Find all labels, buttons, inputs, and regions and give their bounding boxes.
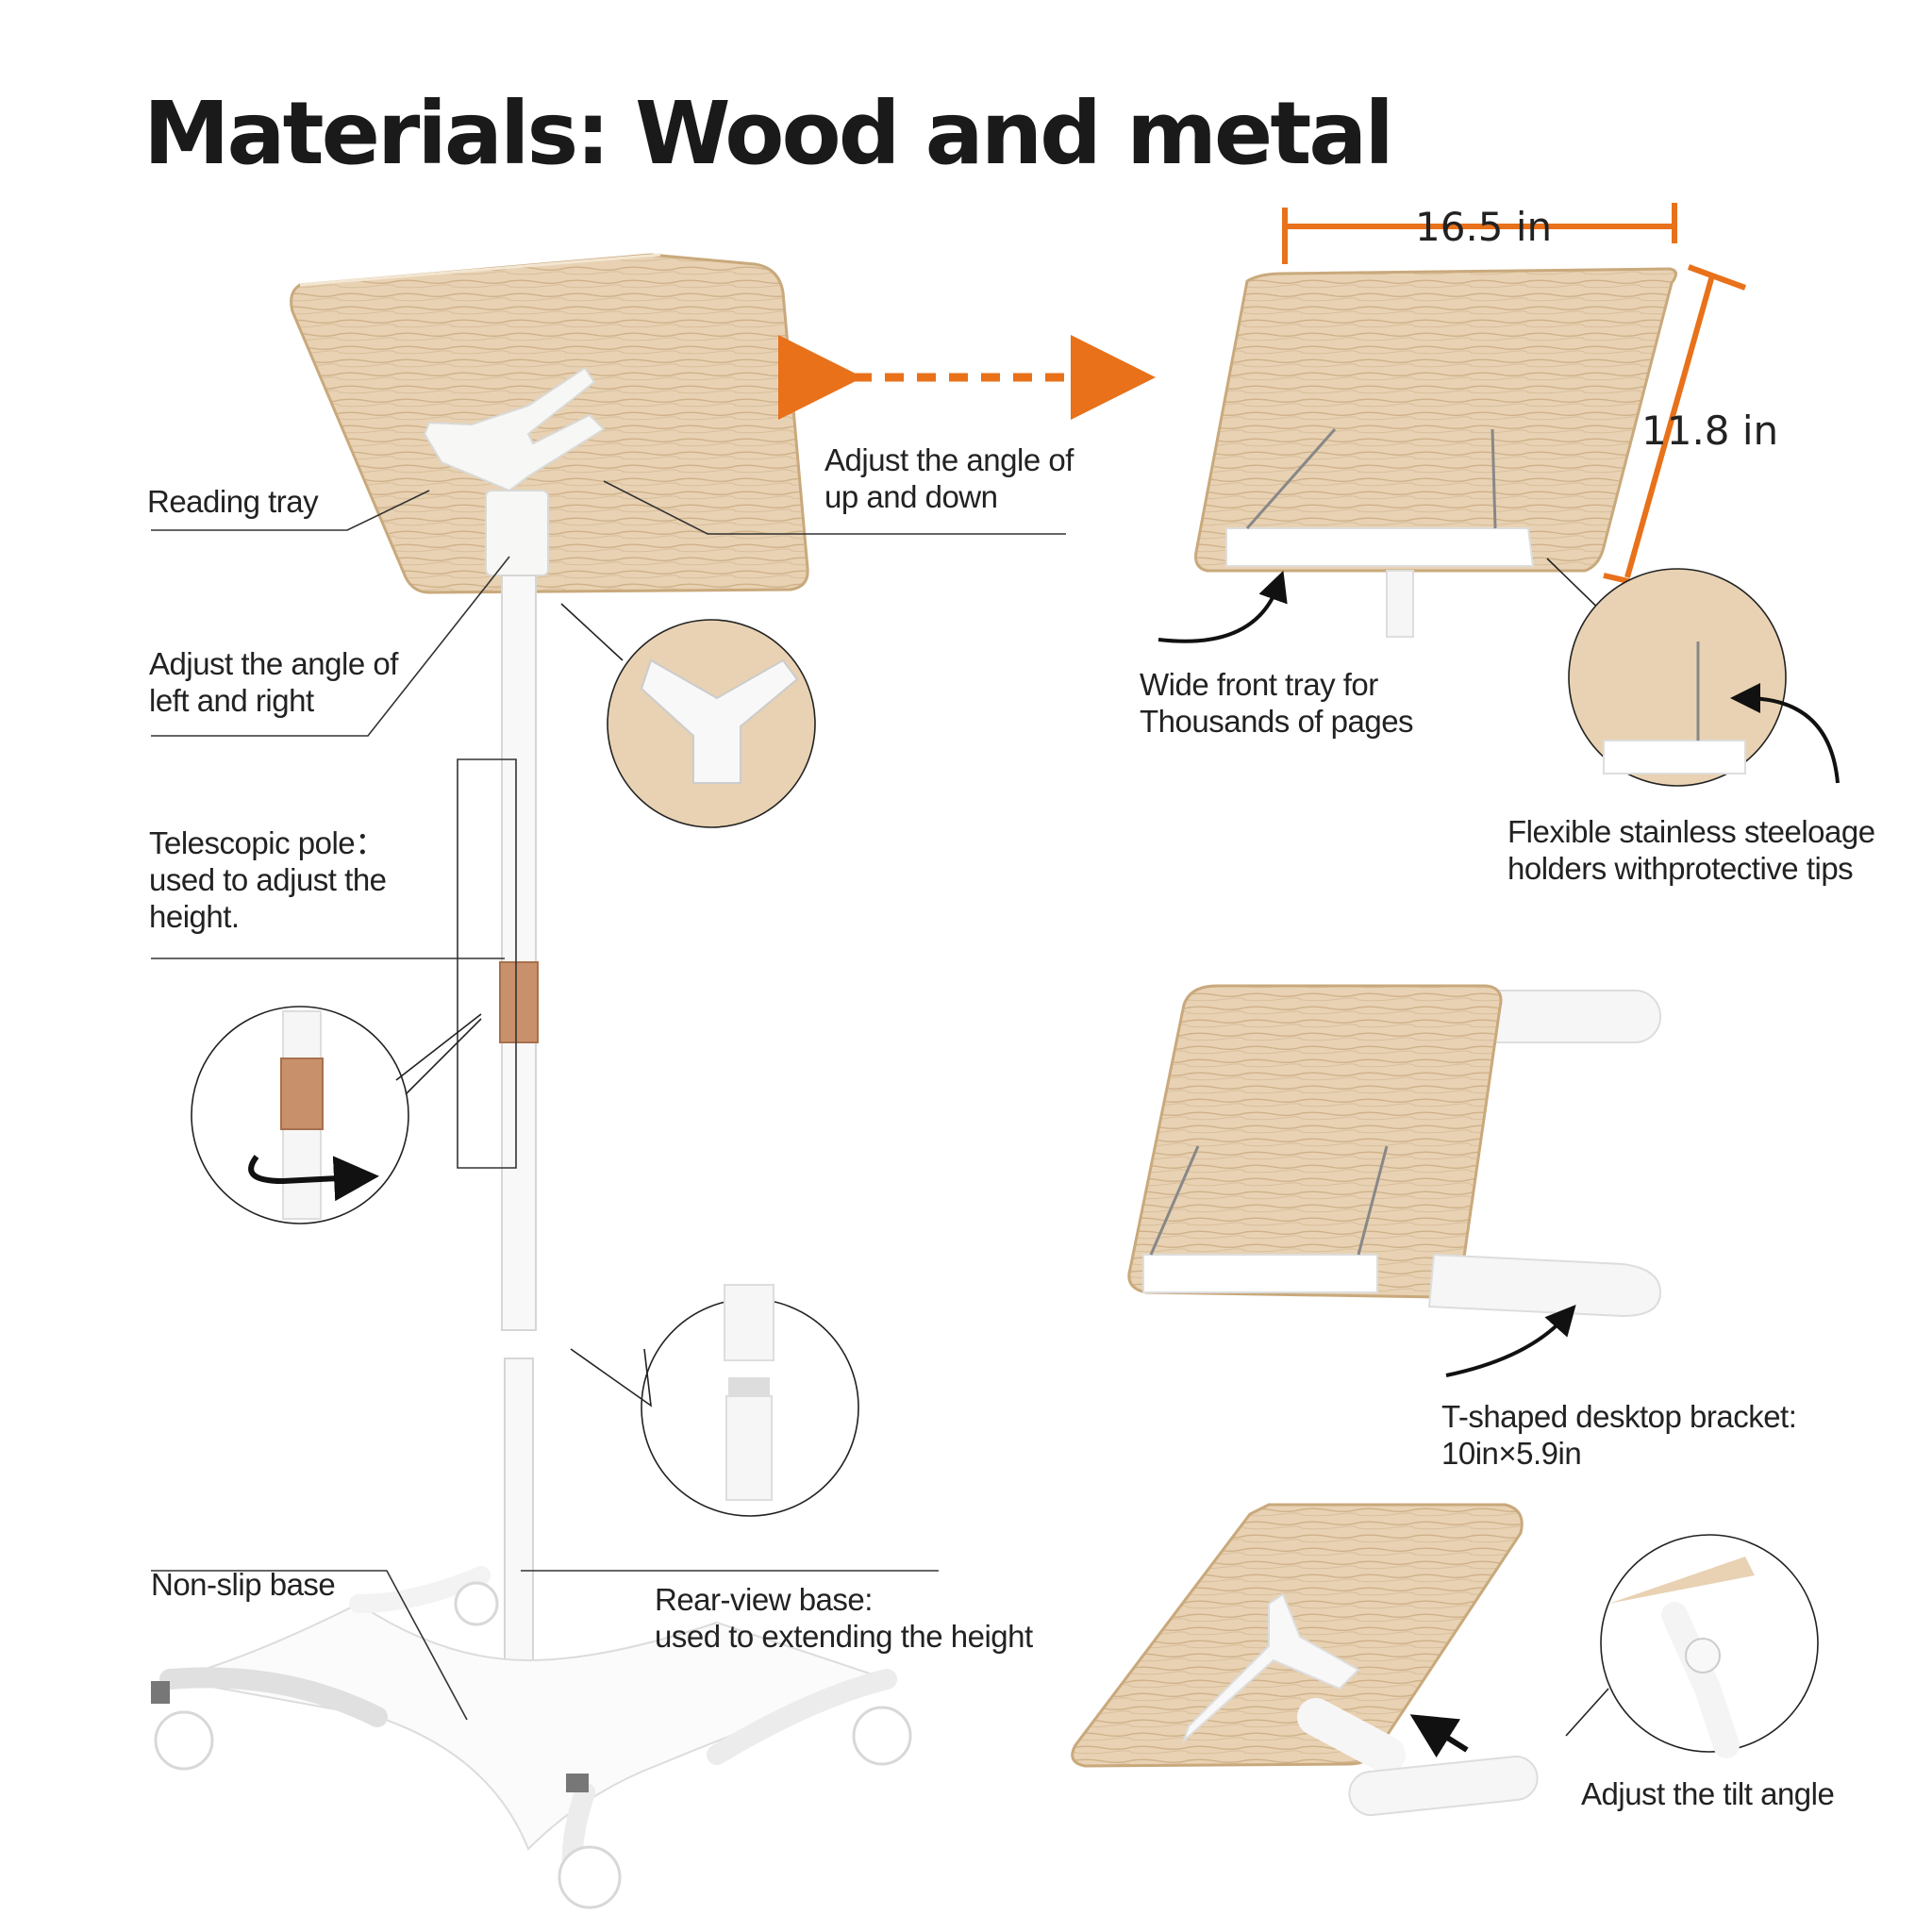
depth-dimension: 11.8 in <box>1641 408 1779 454</box>
zoom-circle-hinge <box>1565 1534 1819 1758</box>
reading-tray-label: Reading tray <box>147 484 319 519</box>
caster-wheel <box>454 1581 499 1626</box>
adjust-tilt-label: Adjust the tilt angle <box>1581 1776 1835 1811</box>
caster-wheel <box>852 1706 912 1766</box>
wide-front-tray-label: Wide front tray for Thousands of pages <box>1140 667 1414 739</box>
zoom-circle-thread <box>570 1284 859 1517</box>
rear-view-base-label: Rear-view base: used to extending the he… <box>655 1582 1033 1654</box>
t-bracket-arm <box>1427 1253 1662 1318</box>
non-slip-base-label: Non-slip base <box>151 1567 336 1602</box>
t-bracket-label: T-shaped desktop bracket: 10in×5.9in <box>1441 1399 1797 1471</box>
x-mount <box>423 366 606 576</box>
callout-lines <box>151 480 1066 1721</box>
upper-pole <box>501 575 537 1331</box>
zoom-circle-collar <box>191 1006 482 1224</box>
t-bracket-tray-board <box>1127 984 1503 1299</box>
rotate-arrow-icon <box>248 1155 379 1202</box>
telescopic-pole-label: Telescopic pole： used to adjust the heig… <box>149 825 387 934</box>
page-title: Materials: Wood and metal <box>143 83 1394 184</box>
adjust-up-down-label: Adjust the angle of up and down <box>824 442 1074 514</box>
lower-pole <box>504 1357 534 1699</box>
tray-dimension-view <box>1158 203 1747 643</box>
flexible-holders-label: Flexible stainless steeloage holders wit… <box>1507 814 1875 886</box>
caster-wheel <box>154 1710 214 1771</box>
main-stand <box>151 253 912 1909</box>
tilt-view <box>1071 1503 1539 1817</box>
copper-collar <box>499 961 539 1043</box>
width-dimension: 16.5 in <box>1415 204 1553 250</box>
base-plate <box>169 1602 891 1851</box>
caster-wheel <box>558 1845 622 1909</box>
adjust-left-right-label: Adjust the angle of left and right <box>149 646 398 718</box>
reading-tray-board <box>290 253 809 594</box>
zoom-circle-mount <box>560 603 816 828</box>
zoom-circle-holder <box>1568 568 1840 787</box>
